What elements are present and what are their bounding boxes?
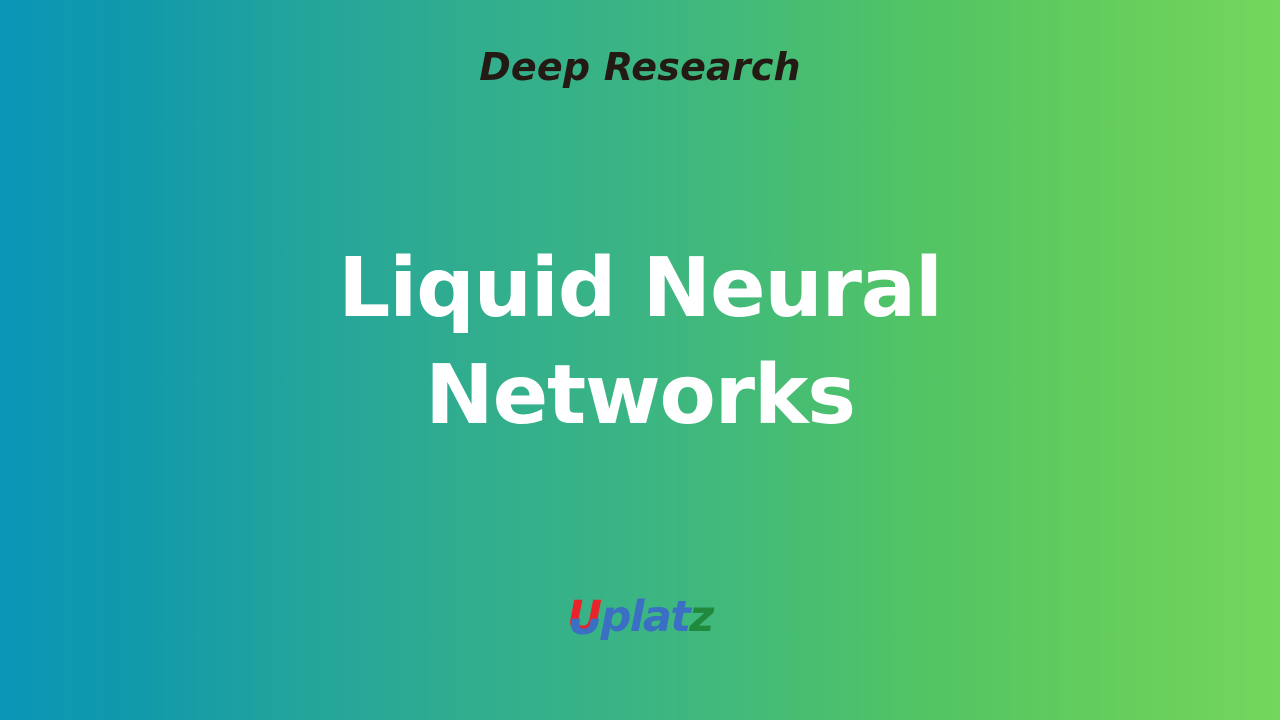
slide-kicker: Deep Research [479,45,801,89]
brand-logo-letters-plat: plat [600,592,691,642]
brand-logo-letter-z: z [689,592,714,642]
brand-logo-text: Uplatz [567,596,714,639]
brand-logo-letter-u: U [567,596,602,639]
page-title: Liquid Neural Networks [0,236,1280,449]
brand-logo: Uplatz [0,596,1280,639]
title-line-2: Networks [425,347,856,443]
title-line-1: Liquid Neural [338,241,943,336]
